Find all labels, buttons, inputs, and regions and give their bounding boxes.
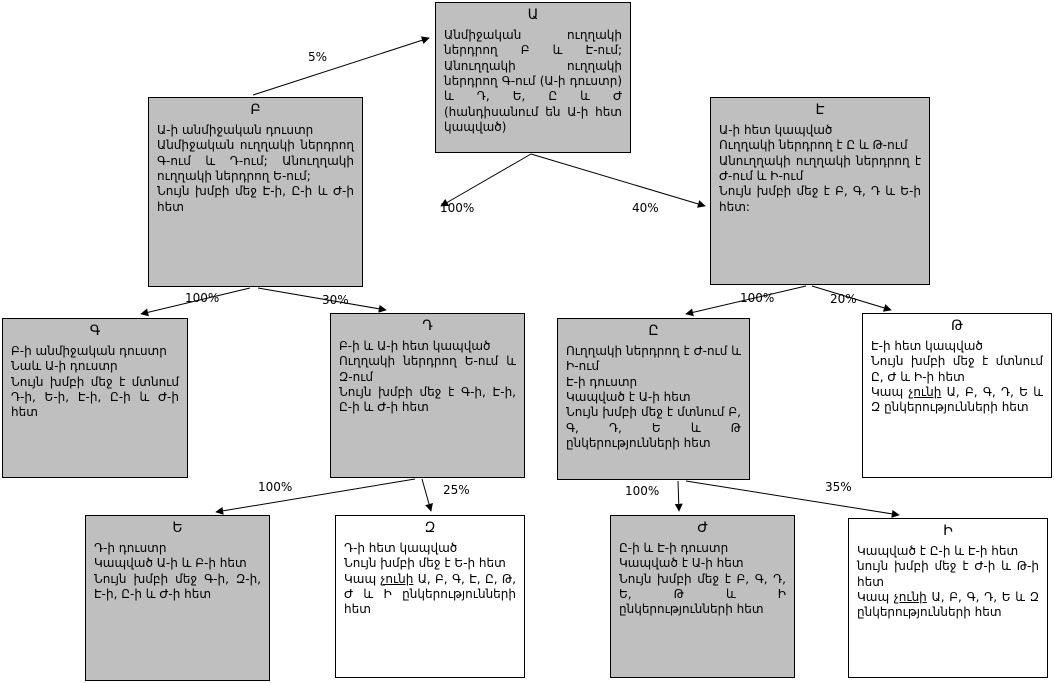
arrow-d-to-e5 xyxy=(215,478,416,515)
node-g-body: Բ-ի անմիջական դուստր Նաև Ա-ի դուստր Նույ… xyxy=(11,343,179,420)
edge-label-y8-to-i11: 35% xyxy=(825,480,852,494)
node-t9-text-underlined: չունի xyxy=(908,384,942,399)
edge-label-b-to-a: 5% xyxy=(308,50,328,64)
node-i11-body: Կապված է Ը-ի և Է-ի հետ նույն խմբի մեջ է … xyxy=(857,544,1039,621)
edge-label-b-to-g: 100% xyxy=(185,291,220,305)
node-d-title: Դ xyxy=(422,318,433,334)
node-b: Բ Ա-ի անմիջական դուստր Անմիջական ուղղակի… xyxy=(148,97,363,287)
node-a-body: Անմիջական ուղղակի ներդրող Բ և Է-ում; Անո… xyxy=(444,27,622,135)
arrow-a-to-b xyxy=(440,153,532,207)
node-b-title: Բ xyxy=(250,102,261,118)
node-a-title: Ա xyxy=(527,7,539,23)
node-e5-body: Դ-ի դուստր Կապված Ա-ի և Բ-ի հետ Նույն խմ… xyxy=(94,540,261,601)
edge-label-b-to-d: 30% xyxy=(322,293,349,307)
node-e7-title: Է xyxy=(815,102,825,118)
node-y8: Ը Ուղղակի ներդրող է Ժ-ում և Ի-ում Է-ի դո… xyxy=(557,318,750,480)
node-z6-text-underlined: չունի xyxy=(380,571,414,586)
node-y8-title: Ը xyxy=(648,323,659,339)
node-e5: Ե Դ-ի դուստր Կապված Ա-ի և Բ-ի հետ Նույն … xyxy=(85,515,270,681)
edge-label-e7-to-t9: 20% xyxy=(830,292,857,306)
edge-label-a-to-b: 100% xyxy=(440,201,475,215)
node-i11: Ի Կապված է Ը-ի և Է-ի հետ նույն խմբի մեջ … xyxy=(848,518,1048,678)
node-t9-text-post: Ա, Բ, Գ, Դ, Ե և Զ ընկերությունների հետ xyxy=(871,384,1043,415)
node-z6-body: Դ-ի հետ կապված Նույն խմբի մեջ է Ե-ի հետ … xyxy=(344,541,516,618)
node-z6-text-pre: Դ-ի հետ կապված Նույն խմբի մեջ է Ե-ի հետ … xyxy=(344,540,506,586)
node-g-title: Գ xyxy=(89,323,101,339)
arrow-d-to-z6 xyxy=(421,478,433,512)
node-t9: Թ Է-ի հետ կապված Նույն խմբի մեջ է մտնում… xyxy=(862,313,1052,478)
node-z6: Զ Դ-ի հետ կապված Նույն խմբի մեջ է Ե-ի հե… xyxy=(335,515,525,678)
node-t9-body: Է-ի հետ կապված Նույն խմբի մեջ է մտնում Ը… xyxy=(871,339,1043,416)
node-t9-title: Թ xyxy=(950,318,964,334)
arrow-b-to-a xyxy=(252,36,430,96)
arrow-a-to-e7 xyxy=(530,153,706,208)
edge-label-y8-to-j10: 100% xyxy=(625,484,660,498)
node-t9-text-pre: Է-ի հետ կապված Նույն խմբի մեջ է մտնում Ը… xyxy=(871,338,1043,399)
edge-label-d-to-e5: 100% xyxy=(258,480,293,494)
edge-label-d-to-z6: 25% xyxy=(443,483,470,497)
node-i11-text-pre: Կապված է Ը-ի և Է-ի հետ նույն խմբի մեջ է … xyxy=(857,543,1039,604)
node-j10-title: Ժ xyxy=(697,520,708,536)
arrow-y8-to-i11 xyxy=(685,480,900,518)
node-e7-body: Ա-ի հետ կապված Ուղղակի ներդրող է Ը և Թ-ո… xyxy=(719,122,921,214)
node-z6-title: Զ xyxy=(424,520,436,536)
node-d-body: Բ-ի և Ա-ի հետ կապված Ուղղակի ներդրող Ե-ո… xyxy=(339,338,516,415)
edge-label-a-to-e7: 40% xyxy=(632,201,659,215)
edge-label-e7-to-y8: 100% xyxy=(740,291,775,305)
node-i11-text-underlined: չունի xyxy=(893,589,927,604)
node-e7: Է Ա-ի հետ կապված Ուղղակի ներդրող է Ը և Թ… xyxy=(710,97,930,285)
node-b-body: Ա-ի անմիջական դուստր Անմիջական ուղղակի ն… xyxy=(157,122,354,214)
node-i11-title: Ի xyxy=(943,523,953,539)
node-i11-text-post: Ա, Բ, Գ, Դ, Ե և Զ ընկերությունների հետ xyxy=(857,589,1039,620)
node-z6-text-post: Ա, Բ, Գ, Է, Ը, Թ, Ժ և Ի ընկերությունների… xyxy=(344,571,516,617)
node-j10-body: Ը-ի և Է-ի դուստր Կապված է Ա-ի հետ Նույն … xyxy=(619,540,786,617)
node-a: Ա Անմիջական ուղղակի ներդրող Բ և Է-ում; Ա… xyxy=(435,2,631,153)
arrow-y8-to-j10 xyxy=(674,480,683,512)
node-g: Գ Բ-ի անմիջական դուստր Նաև Ա-ի դուստր Նո… xyxy=(2,318,188,478)
node-e5-title: Ե xyxy=(172,520,183,536)
node-d: Դ Բ-ի և Ա-ի հետ կապված Ուղղակի ներդրող Ե… xyxy=(330,313,525,478)
node-y8-body: Ուղղակի ներդրող է Ժ-ում և Ի-ում Է-ի դուս… xyxy=(566,343,741,451)
node-j10: Ժ Ը-ի և Է-ի դուստր Կապված է Ա-ի հետ Նույ… xyxy=(610,515,795,678)
